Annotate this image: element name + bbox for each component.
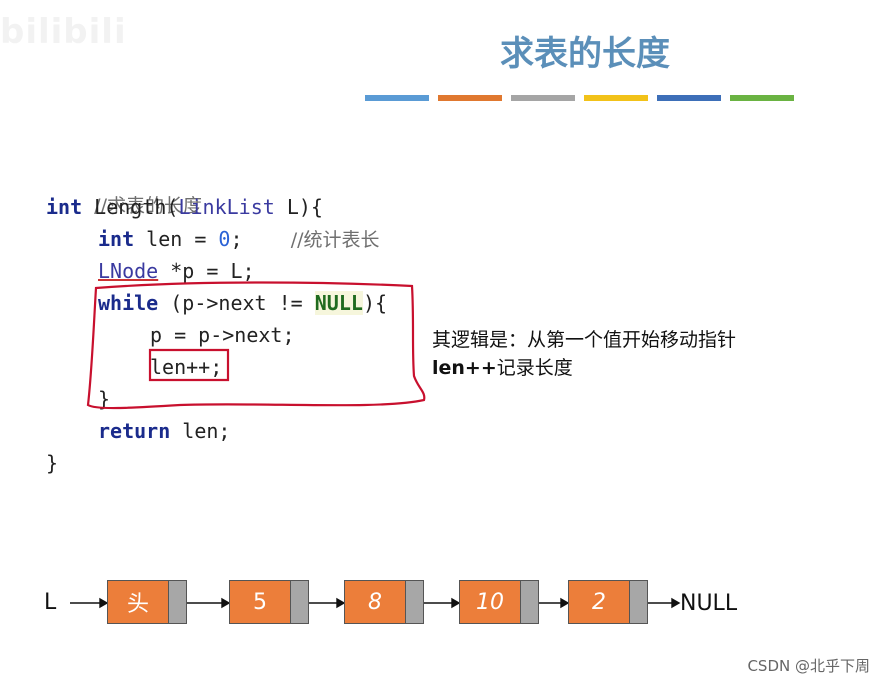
list-head-label: L	[44, 590, 57, 615]
code-line-signature: int Length(LinkList L){	[46, 195, 323, 219]
node-pointer-field	[629, 581, 647, 623]
explanation-line-2: len++记录长度	[432, 357, 573, 379]
list-node-1: 5	[229, 580, 309, 624]
code-line-len-init: int len = 0; //统计表长	[98, 227, 380, 251]
increment-highlight	[148, 348, 230, 382]
code-comment-header: //求表的长度	[94, 195, 202, 217]
code-line-while-close: }	[98, 387, 111, 411]
list-tail-null: NULL	[680, 591, 738, 616]
list-node-2: 8	[344, 580, 424, 624]
code-line-pointer-init: LNode *p = L;	[98, 259, 255, 283]
node-value: 2	[569, 581, 629, 623]
node-value: 10	[460, 581, 520, 623]
node-pointer-field	[168, 581, 186, 623]
color-bar-yellow	[584, 95, 648, 101]
color-bar-orange	[438, 95, 502, 101]
slide-title: 求表的长度	[500, 34, 670, 74]
node-pointer-field	[520, 581, 538, 623]
node-pointer-field	[290, 581, 308, 623]
list-node-4: 2	[568, 580, 648, 624]
tail-arrowhead	[671, 597, 681, 609]
node-value: 头	[108, 581, 168, 623]
color-bar-green	[730, 95, 794, 101]
link-arrowhead-3	[451, 597, 461, 609]
color-bar-darkblue	[657, 95, 721, 101]
code-line-advance: p = p->next;	[150, 323, 295, 347]
code-line-return: return len;	[98, 419, 231, 443]
code-line-increment: len++;	[150, 355, 223, 379]
node-value: 5	[230, 581, 290, 623]
node-value: 8	[345, 581, 405, 623]
bilibili-watermark: bilibili	[0, 12, 127, 52]
color-bar-gray	[511, 95, 575, 101]
code-line-while: while (p->next != NULL){	[98, 291, 388, 315]
head-arrowhead	[99, 597, 109, 609]
explanation-line-1: 其逻辑是：从第一个值开始移动指针	[432, 329, 737, 351]
color-bar-blue	[365, 95, 429, 101]
list-node-head: 头	[107, 580, 187, 624]
csdn-credit: CSDN @北乎下周	[747, 657, 870, 675]
node-pointer-field	[405, 581, 423, 623]
while-loop-highlight	[86, 281, 426, 410]
link-arrowhead-2	[336, 597, 346, 609]
explanation-note: 其逻辑是：从第一个值开始移动指针 len++记录长度	[432, 326, 736, 382]
code-line-fn-close: }	[46, 451, 59, 475]
link-arrowhead-4	[560, 597, 570, 609]
link-arrowhead-1	[221, 597, 231, 609]
list-node-3: 10	[459, 580, 539, 624]
